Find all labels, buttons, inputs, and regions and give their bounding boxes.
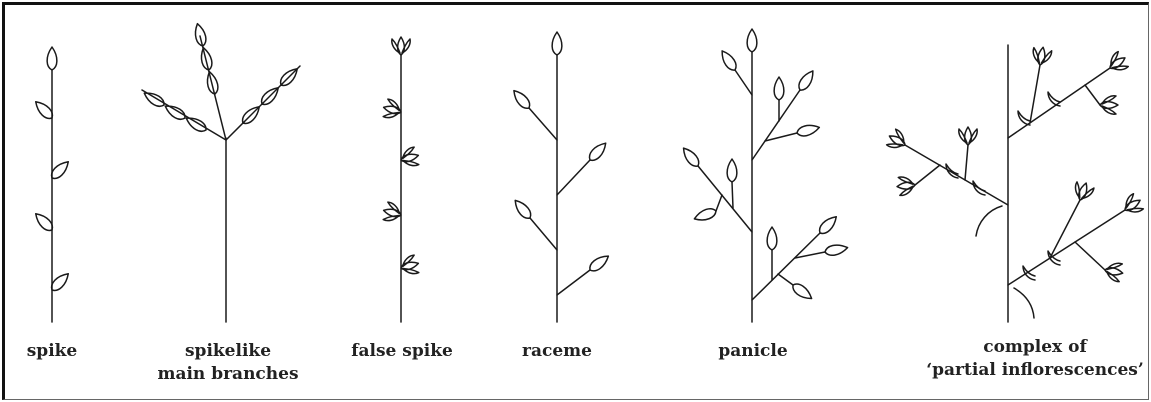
label-raceme: raceme [512, 340, 602, 363]
label-complex-partial-inflorescences: complex of ‘partial inflorescences’ [920, 336, 1150, 382]
label-spikelike-line1: spikelike [148, 340, 308, 363]
label-complex-line2: ‘partial inflorescences’ [920, 359, 1150, 382]
label-panicle: panicle [708, 340, 798, 363]
label-spikelike-line2: main branches [148, 363, 308, 386]
raceme-diagram [510, 32, 611, 322]
label-complex-line1: complex of [920, 336, 1150, 359]
false-spike-diagram [381, 37, 421, 322]
label-spike: spike [20, 340, 84, 363]
complex-partial-inflorescences-diagram [885, 45, 1145, 322]
panicle-diagram [680, 29, 849, 322]
label-false-spike: false spike [350, 340, 454, 363]
label-spikelike-main-branches: spikelike main branches [148, 340, 308, 386]
spike-diagram [32, 47, 71, 322]
spikelike-main-branches-diagram [142, 23, 301, 322]
